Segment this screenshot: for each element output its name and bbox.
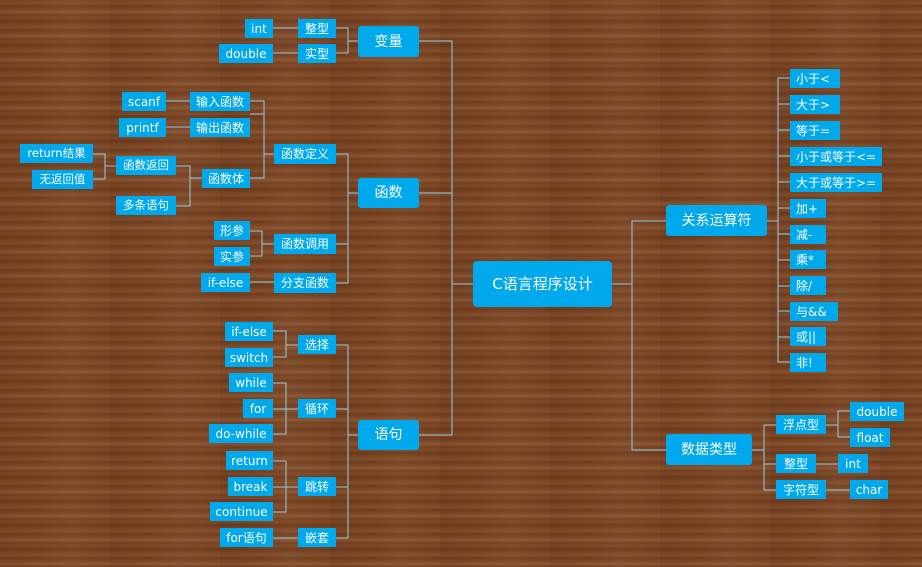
- connector-line: [250, 113, 274, 155]
- connector-line: [336, 153, 358, 194]
- connector-line: [273, 460, 298, 488]
- stmt-select[interactable]: 选择: [298, 335, 336, 354]
- dt-float-leaf[interactable]: float: [850, 428, 890, 447]
- stmt-nest[interactable]: 嵌套: [298, 528, 336, 547]
- stmt-loop[interactable]: 循环: [298, 399, 336, 418]
- stmt-continue[interactable]: continue: [210, 502, 273, 521]
- op-equal[interactable]: 等于=: [790, 121, 840, 140]
- connector-line: [250, 154, 265, 179]
- connector-line: [336, 435, 349, 539]
- connector-line: [336, 344, 358, 436]
- connector-line: [273, 345, 287, 358]
- stmt-switch[interactable]: switch: [225, 348, 273, 367]
- op-not[interactable]: 非!: [790, 353, 826, 372]
- func-actual-param[interactable]: 实参: [214, 247, 250, 266]
- func-formal-param[interactable]: 形参: [214, 221, 250, 240]
- stmt-if-else[interactable]: if-else: [225, 322, 273, 341]
- func-body[interactable]: 函数体: [202, 169, 250, 188]
- connector-line: [763, 450, 776, 491]
- connector-line: [250, 100, 265, 114]
- op-and[interactable]: 与&&: [790, 302, 838, 321]
- connector-line: [273, 330, 298, 346]
- op-divide[interactable]: 除/: [790, 276, 826, 295]
- func-branch-leaf[interactable]: if-else: [201, 273, 250, 292]
- op-add[interactable]: 加+: [790, 199, 826, 218]
- connector-line: [777, 221, 790, 363]
- connector-line: [837, 425, 850, 438]
- connector-line: [93, 166, 106, 180]
- branch-datatypes[interactable]: 数据类型: [666, 434, 752, 465]
- dt-float[interactable]: 浮点型: [776, 415, 826, 434]
- connector-line: [826, 410, 850, 426]
- connector-line: [336, 41, 349, 54]
- connector-line: [336, 27, 358, 42]
- op-subtract[interactable]: 减-: [790, 225, 826, 244]
- stmt-for-statement[interactable]: for语句: [220, 528, 273, 547]
- root-node[interactable]: C语言程序设计: [473, 261, 612, 307]
- stmt-while[interactable]: while: [229, 373, 273, 392]
- func-output[interactable]: 输出函数: [190, 118, 250, 137]
- func-no-return[interactable]: 无返回值: [32, 170, 93, 189]
- dt-char[interactable]: 字符型: [776, 480, 826, 499]
- dt-double[interactable]: double: [850, 402, 904, 421]
- var-real-type[interactable]: 实型: [298, 44, 336, 63]
- branch-operators[interactable]: 关系运算符: [666, 205, 767, 236]
- dt-integer[interactable]: 整型: [776, 454, 816, 473]
- connector-line: [767, 77, 790, 222]
- connector-line: [336, 244, 349, 284]
- func-output-leaf[interactable]: printf: [119, 118, 166, 137]
- dt-char-leaf[interactable]: char: [850, 480, 888, 499]
- op-less[interactable]: 小于<: [790, 69, 840, 88]
- op-less-equal[interactable]: 小于或等于<=: [790, 147, 882, 166]
- connector-line: [250, 230, 274, 245]
- branch-functions[interactable]: 函数: [358, 178, 419, 208]
- stmt-for[interactable]: for: [243, 399, 273, 418]
- connector-line: [273, 487, 287, 513]
- connector-line: [273, 409, 287, 435]
- stmt-break[interactable]: break: [228, 477, 273, 496]
- stmt-return[interactable]: return: [226, 451, 273, 470]
- branch-variables[interactable]: 变量: [358, 26, 419, 57]
- var-int-leaf[interactable]: int: [245, 19, 273, 38]
- func-return-result[interactable]: return结果: [20, 144, 93, 163]
- func-input[interactable]: 输入函数: [190, 92, 250, 111]
- stmt-jump[interactable]: 跳转: [298, 477, 336, 496]
- op-multiply[interactable]: 乘*: [790, 250, 826, 269]
- op-greater[interactable]: 大于>: [790, 95, 840, 114]
- connector-line: [752, 424, 776, 451]
- var-real-leaf[interactable]: double: [219, 44, 273, 63]
- connector-line: [93, 153, 116, 167]
- connector-line: [631, 284, 666, 451]
- branch-statements[interactable]: 语句: [358, 420, 419, 450]
- connector-line: [419, 40, 473, 285]
- func-input-leaf[interactable]: scanf: [122, 92, 166, 111]
- connector-line: [273, 382, 298, 410]
- func-multi-statements[interactable]: 多条语句: [116, 196, 176, 215]
- connector-line: [419, 284, 453, 436]
- connector-line: [336, 193, 349, 245]
- stmt-do-while[interactable]: do-while: [209, 424, 273, 443]
- connector-line: [176, 165, 202, 179]
- func-return[interactable]: 函数返回: [116, 156, 176, 175]
- connector-line: [763, 450, 776, 465]
- op-or[interactable]: 或||: [790, 327, 826, 346]
- func-call[interactable]: 函数调用: [274, 234, 336, 254]
- func-definition[interactable]: 函数定义: [274, 144, 336, 164]
- dt-int-leaf[interactable]: int: [838, 454, 868, 473]
- func-branch[interactable]: 分支函数: [274, 273, 336, 293]
- var-int-type[interactable]: 整型: [298, 19, 336, 38]
- connector-line: [250, 244, 263, 257]
- connector-line: [176, 178, 191, 207]
- connector-line: [612, 220, 666, 285]
- op-greater-equal[interactable]: 大于或等于>=: [790, 173, 882, 192]
